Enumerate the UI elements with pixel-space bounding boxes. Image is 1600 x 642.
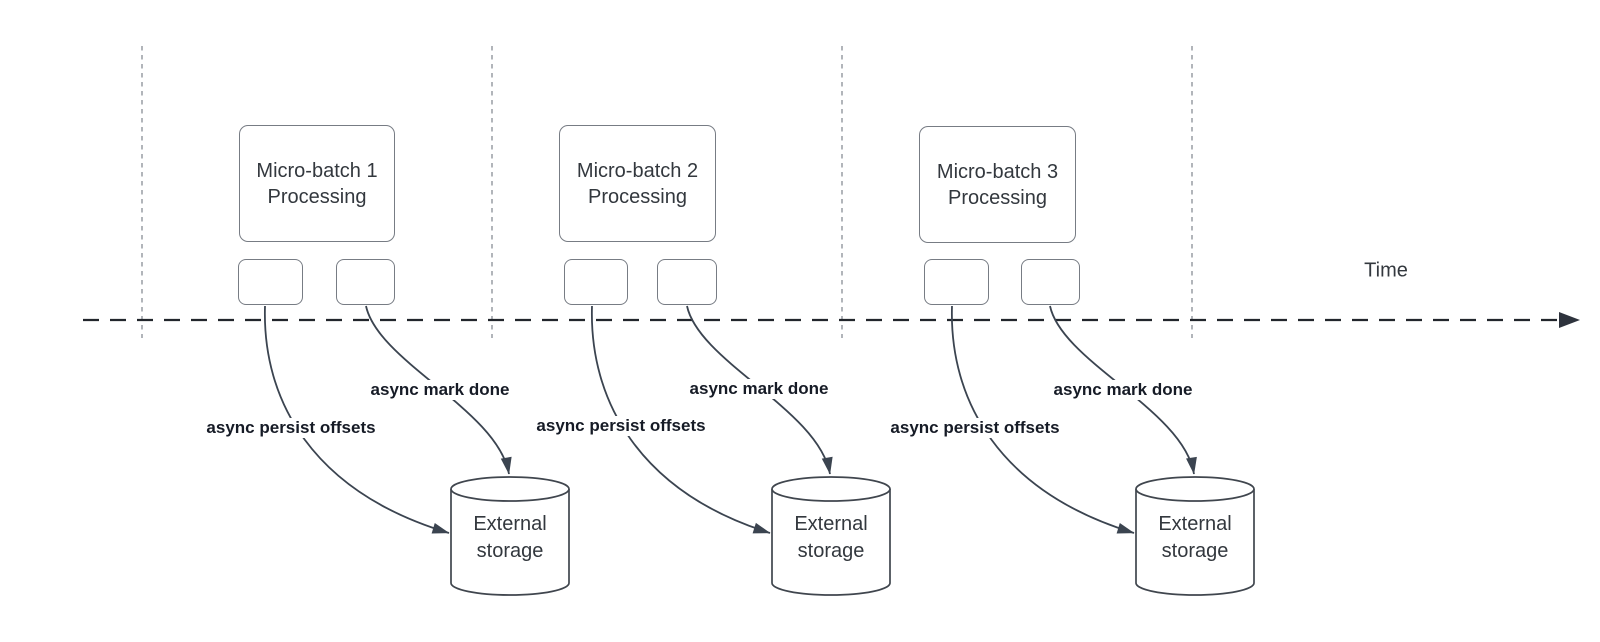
micro-batch-1-box: Micro-batch 1 Processing	[239, 125, 395, 242]
storage-cylinder-3-body	[1135, 489, 1255, 596]
persist-offsets-arrow-3	[951, 305, 1135, 534]
micro-batch-2-title-line1: Micro-batch 2	[576, 159, 699, 182]
micro-batch-3-done-task-box	[1021, 259, 1080, 305]
mark-done-label-2: async mark done	[686, 379, 832, 399]
interval-gridlines	[141, 46, 1193, 338]
micro-batch-2-title-line2: Processing	[588, 185, 687, 208]
storage-cylinder-1-top	[450, 476, 570, 502]
micro-batch-1-done-task-box	[336, 259, 395, 305]
micro-batch-2-done-task-box	[657, 259, 717, 305]
time-axis-label: Time	[1364, 259, 1408, 282]
storage-cylinder-2	[771, 476, 891, 596]
storage-cylinder-3-top	[1135, 476, 1255, 502]
micro-batch-2-offsets-task-box	[564, 259, 628, 305]
micro-batch-3-offsets-task-box	[924, 259, 989, 305]
storage-cylinder-1	[450, 476, 570, 596]
persist-offsets-label-1: async persist offsets	[203, 418, 379, 438]
micro-batch-1-title-line2: Processing	[267, 185, 367, 208]
storage-cylinder-3	[1135, 476, 1255, 596]
persist-offsets-label-3: async persist offsets	[887, 418, 1063, 438]
persist-offsets-label-2: async persist offsets	[533, 416, 709, 436]
micro-batch-2-box: Micro-batch 2 Processing	[559, 125, 716, 242]
micro-batch-3-title-line2: Processing	[948, 186, 1047, 209]
micro-batch-3-box: Micro-batch 3 Processing	[919, 126, 1076, 243]
persist-offsets-arrow-1	[264, 305, 450, 534]
micro-batch-3-title-line1: Micro-batch 3	[936, 160, 1059, 183]
micro-batch-1-title-line1: Micro-batch 1	[256, 159, 378, 182]
time-axis	[83, 312, 1580, 328]
mark-done-label-3: async mark done	[1050, 380, 1196, 400]
storage-cylinder-2-body	[771, 489, 891, 596]
storage-cylinder-1-body	[450, 489, 570, 596]
micro-batch-1-offsets-task-box	[238, 259, 303, 305]
storage-cylinder-2-top	[771, 476, 891, 502]
persist-offsets-arrow-2	[591, 305, 771, 534]
mark-done-label-1: async mark done	[367, 380, 513, 400]
time-axis-arrowhead-icon	[1559, 312, 1580, 328]
